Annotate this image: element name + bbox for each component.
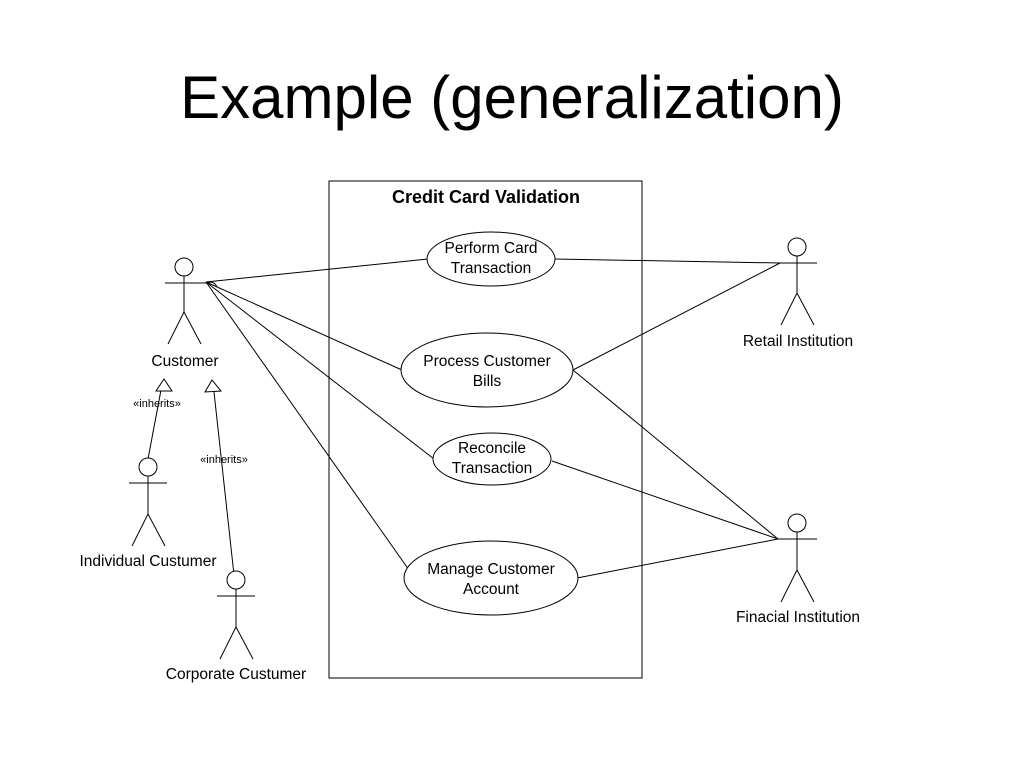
actor-label: Corporate Custumer [166,666,306,683]
use-case-perform-card-transaction[interactable]: Perform Card Transaction [426,231,556,287]
generalization-individual-line [147,389,162,460]
stick-figure-icon [777,513,817,603]
slide-title: Example (generalization) [180,64,844,131]
actor-customer[interactable]: Customer [151,257,219,370]
actor-individual-customer[interactable]: Individual Custumer [80,457,217,570]
system-boundary: Credit Card Validation [328,180,643,679]
use-case-manage-customer-account[interactable]: Manage Customer Account [403,540,579,616]
stereotype-label-corporate: «inherits» [200,454,248,466]
actor-retail-institution[interactable]: Retail Institution [743,237,853,350]
stereotype-label-individual: «inherits» [133,398,181,410]
stick-figure-icon [217,570,255,660]
assoc-customer-process [205,281,403,371]
assoc-financial-process [572,369,779,540]
use-case-label-line1: Reconcile [458,440,526,457]
use-case-ellipse [400,332,574,408]
generalization-individual-arrowhead [155,378,173,392]
use-case-ellipse [432,432,552,486]
use-case-label-line2: Bills [473,373,502,390]
use-case-label-line1: Manage Customer [427,561,555,578]
use-case-label-line2: Transaction [452,460,532,477]
generalization-corporate-line [213,391,235,576]
assoc-financial-reconcile [551,460,779,540]
use-case-label-line1: Process Customer [423,353,550,370]
actor-label: Retail Institution [743,333,853,350]
actor-financial-institution[interactable]: Finacial Institution [736,513,860,626]
stick-figure-icon [165,257,218,345]
assoc-financial-manage [576,538,779,579]
use-case-process-customer-bills[interactable]: Process Customer Bills [400,332,574,408]
assoc-customer-reconcile [205,281,435,460]
assoc-retail-perform [553,258,781,264]
use-case-label-line1: Perform Card [444,240,537,257]
use-case-label-line2: Account [463,581,520,598]
assoc-customer-manage [205,281,410,571]
generalization-corporate-arrowhead [204,379,223,393]
stick-figure-icon [777,237,817,326]
use-case-label-line2: Transaction [451,260,531,277]
generalizations: «inherits» «inherits» [133,378,248,576]
use-case-reconcile-transaction[interactable]: Reconcile Transaction [432,432,552,486]
stick-figure-icon [129,457,167,547]
system-name: Credit Card Validation [392,187,580,207]
actor-label: Individual Custumer [80,553,217,570]
use-case-ellipse [426,231,556,287]
system-boundary-box [328,180,643,679]
association-lines [205,258,781,579]
use-case-ellipse [403,540,579,616]
assoc-retail-process [570,262,781,372]
actor-label: Finacial Institution [736,609,860,626]
actor-label: Customer [151,353,218,370]
assoc-customer-perform [205,258,429,283]
actor-corporate-customer[interactable]: Corporate Custumer [166,570,306,683]
